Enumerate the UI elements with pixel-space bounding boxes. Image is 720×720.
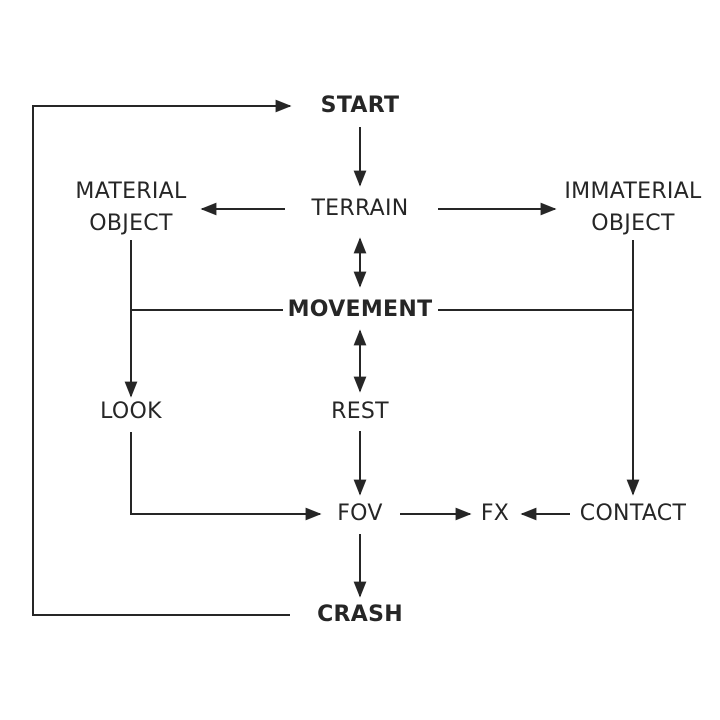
- node-immaterial-object-line-1: IMMATERIAL: [564, 179, 702, 204]
- node-look: LOOK: [100, 399, 162, 424]
- node-terrain: TERRAIN: [311, 196, 409, 221]
- node-rest: REST: [331, 399, 389, 424]
- node-fx: FX: [480, 501, 510, 526]
- node-material-object-line-2: OBJECT: [89, 211, 173, 236]
- node-immaterial-object: IMMATERIAL OBJECT: [564, 176, 701, 240]
- node-crash: CRASH: [317, 602, 403, 627]
- node-material-object-line-1: MATERIAL: [75, 179, 187, 204]
- node-start: START: [320, 93, 400, 118]
- node-material-object: MATERIAL OBJECT: [75, 176, 186, 240]
- node-contact: CONTACT: [579, 501, 687, 526]
- edge-look-fov: [130, 432, 322, 521]
- node-movement: MOVEMENT: [287, 297, 433, 322]
- edge-crash-start-loop: [32, 99, 292, 616]
- node-immaterial-object-line-2: OBJECT: [591, 211, 675, 236]
- node-fov: FOV: [337, 501, 383, 526]
